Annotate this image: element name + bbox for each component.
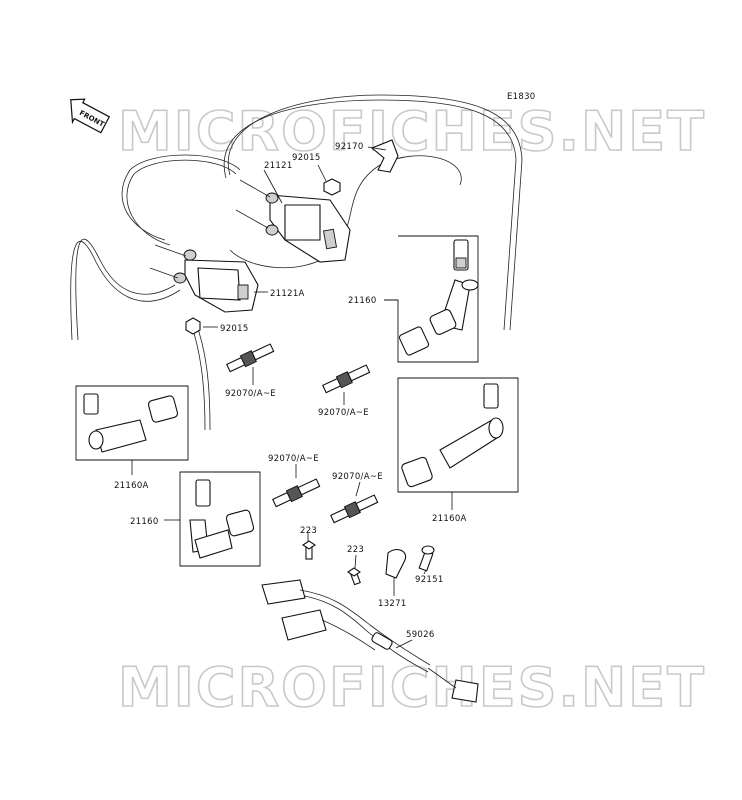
- boot-group-21160-bottom: [164, 471, 261, 567]
- bolt-223-b: [347, 567, 361, 586]
- label-21160A-left: 21160A: [114, 481, 149, 491]
- boot-group-21160A-right: [397, 377, 519, 493]
- label-223-b: 223: [347, 545, 364, 555]
- watermark-top: MICROFICHES.NET: [118, 100, 706, 163]
- label-92015-mid: 92015: [220, 324, 249, 334]
- label-21160-right: 21160: [348, 296, 377, 306]
- label-92070-center: 92070/A~E: [268, 454, 319, 464]
- spark-plug-mid: [322, 364, 371, 394]
- nut-92015-top: [323, 178, 341, 196]
- label-92151: 92151: [415, 575, 444, 585]
- bolt-92151: [418, 545, 435, 572]
- leader-lines: [203, 146, 453, 649]
- label-21121A: 21121A: [270, 289, 305, 299]
- nut-92015-mid: [185, 317, 201, 335]
- ignition-coil-21121A: [149, 244, 259, 313]
- label-223-a: 223: [300, 526, 317, 536]
- spark-plug-left: [226, 343, 275, 373]
- label-21121: 21121: [264, 161, 293, 171]
- label-92070-mid: 92070/A~E: [318, 408, 369, 418]
- label-21160-bottom: 21160: [130, 517, 159, 527]
- watermark-bottom: MICROFICHES.NET: [118, 656, 706, 719]
- clamp-13271: [385, 549, 406, 579]
- label-92070-left: 92070/A~E: [225, 389, 276, 399]
- label-92015-top: 92015: [292, 153, 321, 163]
- wiring-harness-59026: [261, 579, 479, 703]
- boot-group-21160-right: [384, 235, 479, 363]
- label-13271: 13271: [378, 599, 407, 609]
- spark-plug-center: [272, 478, 321, 508]
- ignition-wires: [70, 94, 523, 431]
- label-59026: 59026: [406, 630, 435, 640]
- clip-92170: [370, 139, 399, 173]
- spark-plug-right: [330, 494, 379, 524]
- diagram-code: E1830: [507, 92, 536, 102]
- label-21160A-right: 21160A: [432, 514, 467, 524]
- boot-group-21160A-left: [75, 385, 189, 475]
- front-arrow-icon: FRONT: [70, 98, 111, 134]
- label-92070-right: 92070/A~E: [332, 472, 383, 482]
- label-92170: 92170: [335, 142, 364, 152]
- ignition-coil-21121: [235, 179, 351, 263]
- bolt-223-a: [302, 540, 316, 560]
